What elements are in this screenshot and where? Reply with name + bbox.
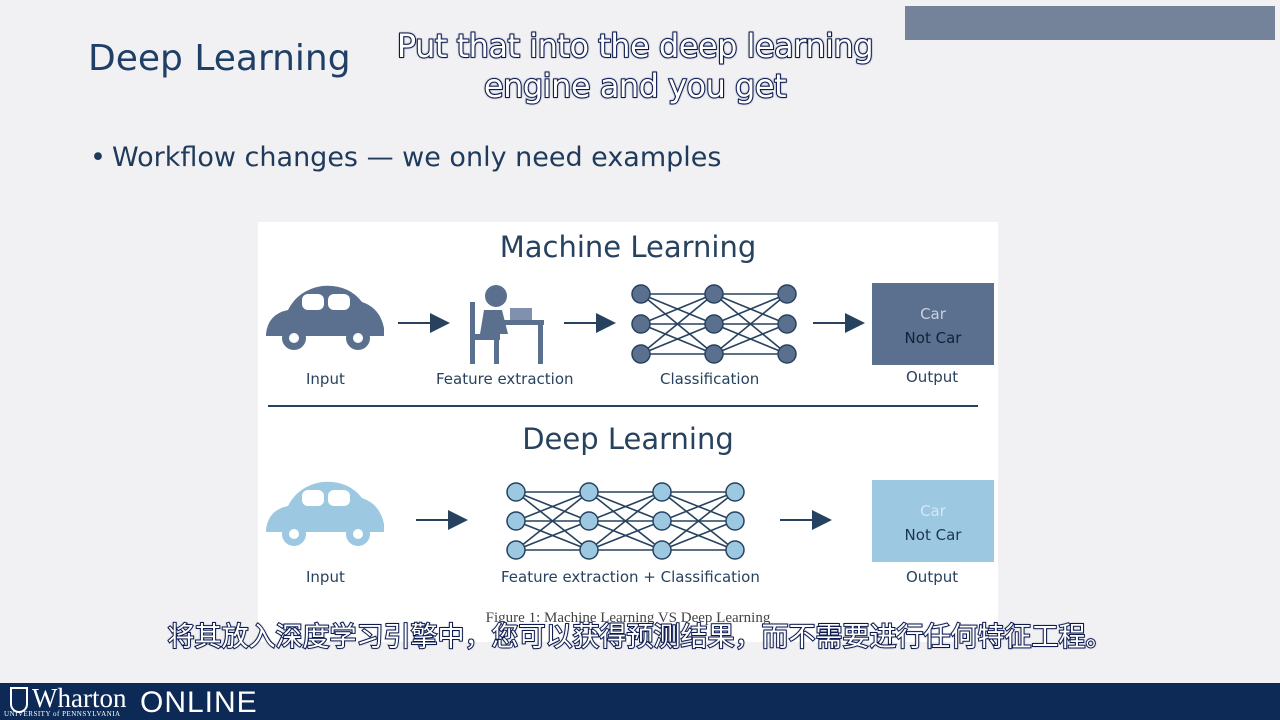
network-node	[579, 482, 599, 502]
ml-neural-network-icon	[631, 284, 797, 364]
network-edge	[661, 491, 736, 522]
network-edge	[713, 293, 788, 325]
bullet-point: •Workflow changes — we only need example…	[90, 142, 721, 173]
network-node	[579, 511, 599, 531]
network-node	[652, 540, 672, 560]
network-node	[631, 344, 651, 364]
ml-output-notcar: Not Car	[904, 329, 962, 347]
dl-combined-label: Feature extraction + Classification	[501, 568, 760, 586]
ml-classification-label: Classification	[660, 370, 760, 388]
dl-output-label: Output	[906, 568, 959, 586]
network-edge	[588, 491, 663, 551]
car-icon-light	[266, 481, 384, 546]
footer-bar: Wharton UNIVERSITY of PENNSYLVANIA ONLIN…	[0, 683, 1280, 720]
dl-output-car: Car	[920, 502, 946, 520]
network-edge	[713, 323, 788, 355]
network-edge	[661, 520, 736, 551]
watermark-box	[905, 6, 1275, 40]
network-node	[631, 314, 651, 334]
network-edge	[640, 293, 715, 325]
network-node	[631, 284, 651, 304]
bullet-dot: •	[90, 142, 106, 173]
network-node	[725, 511, 745, 531]
figure-caption: Figure 1: Machine Learning VS Deep Learn…	[485, 610, 771, 626]
dl-section-title: Deep Learning	[522, 422, 734, 456]
ml-output-car: Car	[920, 305, 946, 323]
figure-divider	[268, 405, 978, 407]
figure-graphics	[266, 284, 865, 560]
ml-feature-label: Feature extraction	[436, 370, 574, 388]
network-edge	[515, 520, 590, 551]
network-node	[777, 344, 797, 364]
brand-sub: UNIVERSITY of PENNSYLVANIA	[4, 710, 121, 718]
network-node	[506, 540, 526, 560]
slide-title: Deep Learning	[88, 38, 351, 79]
network-node	[652, 482, 672, 502]
ml-input-label: Input	[306, 370, 345, 388]
network-edge	[661, 491, 736, 551]
network-node	[704, 344, 724, 364]
network-edge	[588, 491, 663, 522]
car-icon	[266, 285, 384, 350]
dl-input-label: Input	[306, 568, 345, 586]
ml-section-title: Machine Learning	[499, 230, 757, 264]
network-edge	[588, 520, 663, 551]
network-node	[777, 284, 797, 304]
penn-crest-icon	[10, 687, 28, 713]
network-node	[652, 511, 672, 531]
dl-neural-network-icon	[506, 482, 745, 560]
ml-vs-dl-figure: Machine Learning Input Feature extractio…	[258, 222, 998, 642]
ml-output-box: Car Not Car	[872, 283, 994, 365]
person-at-desk-icon	[470, 285, 544, 364]
network-node	[704, 284, 724, 304]
bullet-text: Workflow changes — we only need examples	[112, 142, 722, 173]
subtitle-chinese: 将其放入深度学习引擎中，您可以获得预测结果，而不需要进行任何特征工程。	[167, 621, 1114, 654]
dl-output-box: Car Not Car	[872, 480, 994, 562]
brand-name: Wharton	[32, 683, 127, 713]
brand-online: ONLINE	[140, 686, 258, 719]
network-node	[506, 511, 526, 531]
dl-output-notcar: Not Car	[904, 526, 962, 544]
network-edge	[713, 293, 788, 355]
network-edge	[515, 491, 590, 522]
network-edge	[640, 293, 715, 355]
ml-output-label: Output	[906, 368, 959, 386]
network-node	[725, 482, 745, 502]
network-node	[579, 540, 599, 560]
network-edge	[640, 323, 715, 355]
network-node	[725, 540, 745, 560]
network-node	[704, 314, 724, 334]
subtitle-english: Put that into the deep learning engine a…	[396, 26, 875, 106]
network-node	[777, 314, 797, 334]
network-edge	[515, 491, 590, 551]
network-node	[506, 482, 526, 502]
